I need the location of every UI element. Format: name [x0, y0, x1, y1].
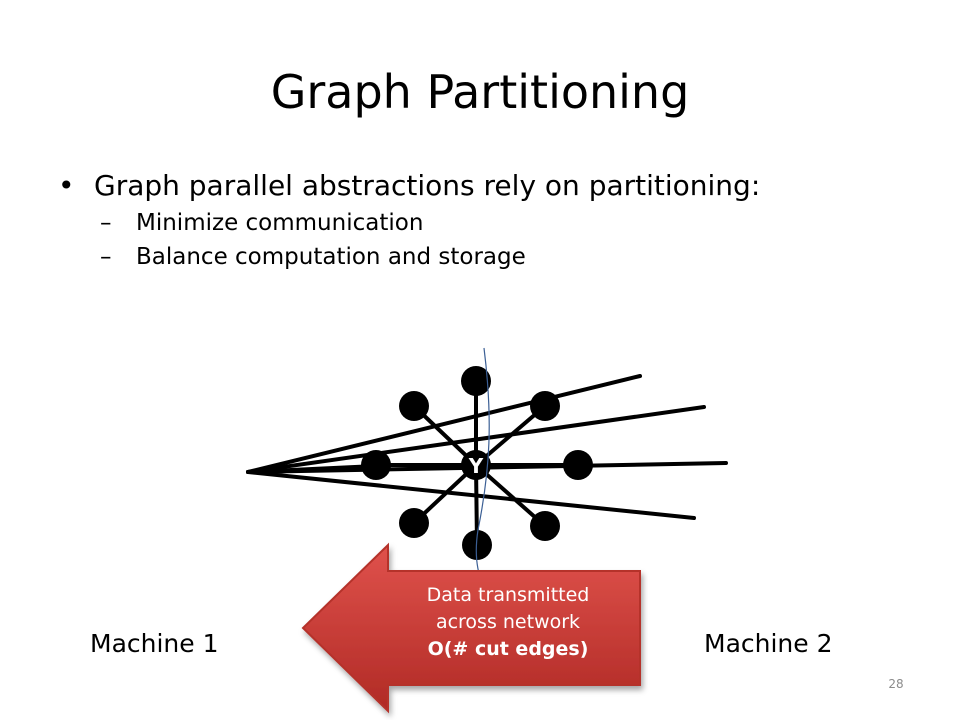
graph-vertex — [530, 391, 560, 421]
bullet-text: Graph parallel abstractions rely on part… — [94, 169, 761, 202]
bullet-marker: • — [58, 169, 75, 202]
center-vertex-label: Y — [468, 454, 484, 478]
graph-vertex — [399, 508, 429, 538]
callout-text: Data transmitted across network O(# cut … — [386, 582, 630, 663]
center-vertex — [461, 450, 491, 480]
fan-edge — [246, 464, 378, 474]
callout-line: across network — [435, 611, 581, 633]
spoke-edge — [474, 463, 547, 528]
callout-arrow — [301, 542, 641, 714]
machine-1-label: Machine 1 — [90, 629, 219, 658]
sub-bullet-text: Minimize communication — [136, 210, 424, 236]
sub-bullet-text: Balance computation and storage — [136, 244, 526, 270]
slide-title: Graph Partitioning — [270, 65, 690, 119]
machine-2-label: Machine 2 — [704, 629, 833, 658]
graph-vertex — [399, 391, 429, 421]
fan-edge — [246, 374, 642, 474]
fan-edges — [246, 374, 728, 520]
graph-vertex — [461, 366, 491, 396]
spoke-edge — [474, 404, 547, 467]
callout-line-complexity: O(# cut edges) — [427, 638, 589, 660]
partition-cut-line — [475, 347, 490, 579]
callout-line: Data transmitted — [426, 584, 590, 606]
page-number: 28 — [888, 677, 904, 691]
bullet-list: • Graph parallel abstractions rely on pa… — [58, 166, 760, 274]
fan-edge — [246, 470, 696, 520]
dash-marker: – — [100, 244, 112, 270]
bullet-item-main: • Graph parallel abstractions rely on pa… — [58, 166, 760, 206]
sub-bullet-item: – Balance computation and storage — [58, 240, 760, 274]
vertices — [361, 366, 593, 560]
dash-marker: – — [100, 210, 112, 236]
graph-vertex — [563, 450, 593, 480]
sub-bullet-item: – Minimize communication — [58, 206, 760, 240]
graph-vertex — [361, 450, 391, 480]
graph-vertex — [530, 511, 560, 541]
